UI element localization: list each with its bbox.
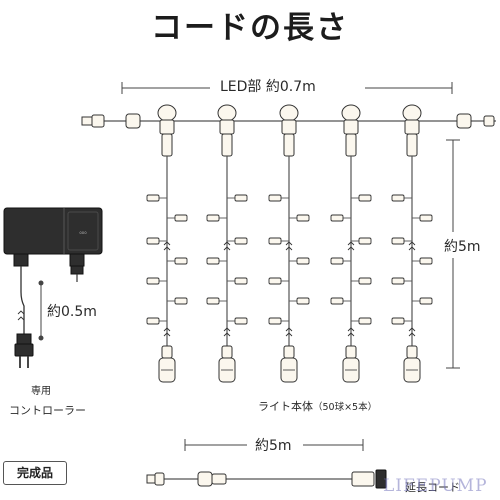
dimension-lines xyxy=(38,82,460,451)
connector-icon xyxy=(146,471,227,487)
brand-watermark: LIFEPUMP xyxy=(383,476,488,496)
led-section-length-label: LED部 約0.7m xyxy=(220,79,316,95)
wire-break-icon xyxy=(223,241,231,251)
led-bulb-icon xyxy=(330,297,344,305)
led-bulb-icon xyxy=(268,237,282,245)
connector-icon xyxy=(81,113,141,129)
led-bulb-icon xyxy=(234,277,248,285)
strand-plug xyxy=(406,133,418,157)
light-strand xyxy=(268,104,310,383)
completed-product-badge: 完成品 xyxy=(3,461,67,485)
wire-break-icon xyxy=(285,241,293,251)
light-strand xyxy=(206,104,248,383)
wire-break-icon xyxy=(163,327,171,337)
svg-text:ooo: ooo xyxy=(79,230,87,235)
led-bulb-icon xyxy=(268,317,282,325)
led-bulb-icon xyxy=(206,257,220,265)
extension-cord-label: 延長コード xyxy=(405,481,460,494)
led-bulb-icon xyxy=(419,297,433,305)
wire-break-icon xyxy=(408,241,416,251)
led-bulb-icon xyxy=(234,194,248,202)
strand-plug xyxy=(345,133,357,157)
led-bulb-icon xyxy=(419,214,433,222)
strand-plug xyxy=(161,133,173,157)
led-bulb-icon xyxy=(174,214,188,222)
junction-neck xyxy=(281,119,297,135)
wire-break-icon xyxy=(163,241,171,251)
wire-break-icon xyxy=(285,327,293,337)
light-body-count: （50球×5本） xyxy=(313,402,378,413)
led-bulb-icon xyxy=(358,277,372,285)
end-cap-neck xyxy=(161,345,173,359)
led-bulb-icon xyxy=(330,257,344,265)
light-strand xyxy=(146,104,188,383)
light-body-name: ライト本体 xyxy=(258,400,313,413)
wire-break-icon xyxy=(347,241,355,251)
led-bulb-icon xyxy=(234,237,248,245)
light-strand xyxy=(391,104,433,383)
led-bulb-icon xyxy=(146,237,160,245)
power-plug-icon xyxy=(14,333,34,368)
led-bulb-icon xyxy=(268,277,282,285)
junction-connector xyxy=(157,104,177,122)
page-title: コードの長さ xyxy=(151,10,349,46)
controller-label-line1: 専用 xyxy=(31,386,51,397)
junction-connector xyxy=(279,104,299,122)
controller-cable-length-label: 約0.5m xyxy=(47,304,97,320)
junction-neck xyxy=(404,119,420,135)
end-cap-neck xyxy=(345,345,357,359)
light-body-label: ライト本体（50球×5本） xyxy=(258,398,377,414)
connector-icon xyxy=(456,113,495,129)
light-strands xyxy=(146,104,433,383)
strand-plug xyxy=(283,133,295,157)
led-bulb-icon xyxy=(146,277,160,285)
extension-length-label: 約5m xyxy=(255,438,292,454)
junction-neck xyxy=(343,119,359,135)
led-bulb-icon xyxy=(296,214,310,222)
led-bulb-icon xyxy=(391,237,405,245)
led-bulb-icon xyxy=(358,194,372,202)
end-cap-neck xyxy=(283,345,295,359)
end-cap-neck xyxy=(221,345,233,359)
light-strand xyxy=(330,104,372,383)
junction-connector xyxy=(217,104,237,122)
led-bulb-icon xyxy=(358,317,372,325)
controller-box-icon: ooo xyxy=(3,207,103,334)
led-bulb-icon xyxy=(296,257,310,265)
led-bulb-icon xyxy=(391,194,405,202)
junction-connector xyxy=(341,104,361,122)
led-bulb-icon xyxy=(391,317,405,325)
led-bulb-icon xyxy=(358,237,372,245)
end-cap-neck xyxy=(406,345,418,359)
led-bulb-icon xyxy=(296,297,310,305)
wire-break-icon xyxy=(347,327,355,337)
junction-neck xyxy=(219,119,235,135)
wire-break-icon xyxy=(408,327,416,337)
led-bulb-icon xyxy=(391,277,405,285)
led-bulb-icon xyxy=(234,317,248,325)
controller-label-line2: コントローラー xyxy=(9,404,86,417)
led-bulb-icon xyxy=(206,214,220,222)
led-bulb-icon xyxy=(268,194,282,202)
led-bulb-icon xyxy=(174,257,188,265)
junction-connector xyxy=(402,104,422,122)
led-bulb-icon xyxy=(330,214,344,222)
junction-neck xyxy=(159,119,175,135)
led-bulb-icon xyxy=(146,194,160,202)
led-bulb-icon xyxy=(419,257,433,265)
drop-length-label: 約5m xyxy=(444,239,481,255)
connector-icon xyxy=(351,469,387,489)
led-bulb-icon xyxy=(146,317,160,325)
strand-plug xyxy=(221,133,233,157)
led-bulb-icon xyxy=(174,297,188,305)
led-bulb-icon xyxy=(206,297,220,305)
wire-break-icon xyxy=(223,327,231,337)
